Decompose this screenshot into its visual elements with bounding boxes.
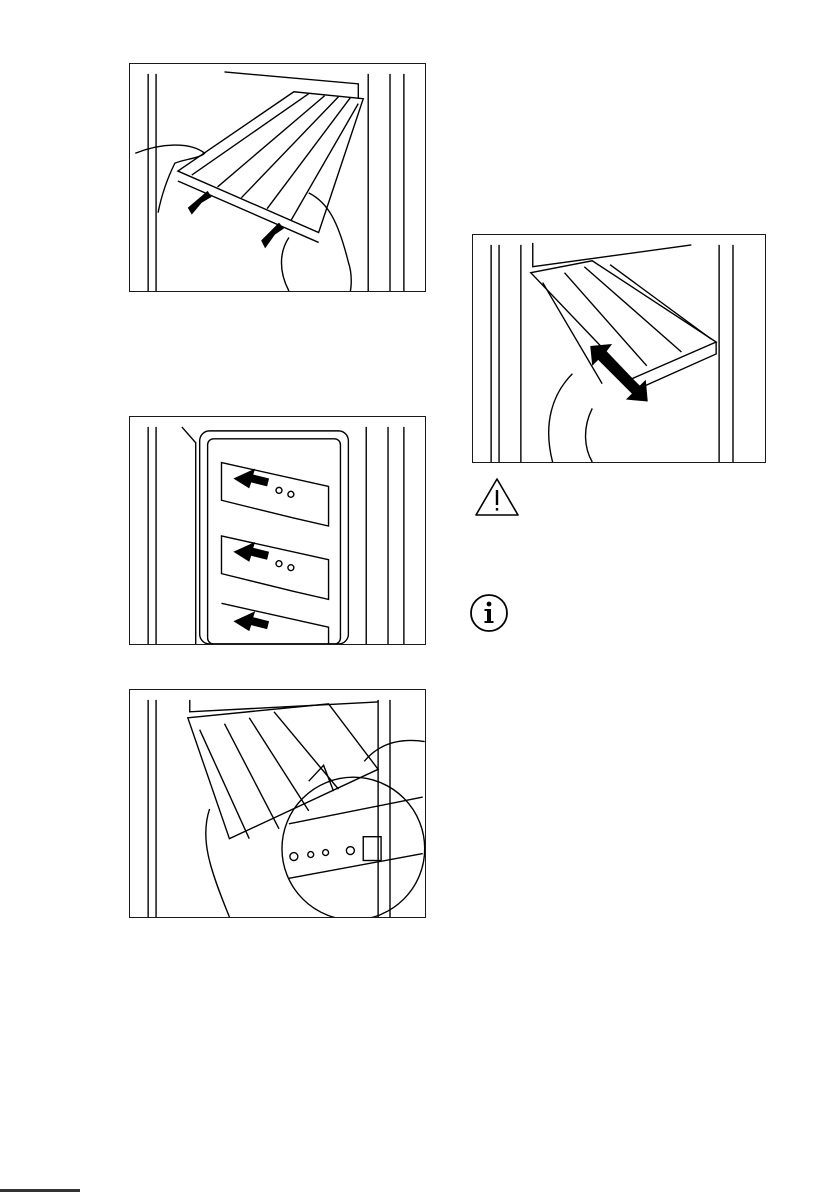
figure-shelf-insert [129, 689, 426, 918]
shelf-insert-illustration [130, 690, 425, 917]
figure-shelf-slide [472, 234, 766, 463]
figure-shelf-remove [129, 63, 426, 292]
figure-shelf-rails [129, 416, 426, 645]
shelf-rails-illustration [130, 417, 425, 644]
info-circle-icon [469, 593, 509, 633]
shelf-slide-illustration [473, 235, 765, 462]
shelf-remove-illustration [130, 64, 425, 291]
warning-triangle-icon [474, 477, 520, 517]
